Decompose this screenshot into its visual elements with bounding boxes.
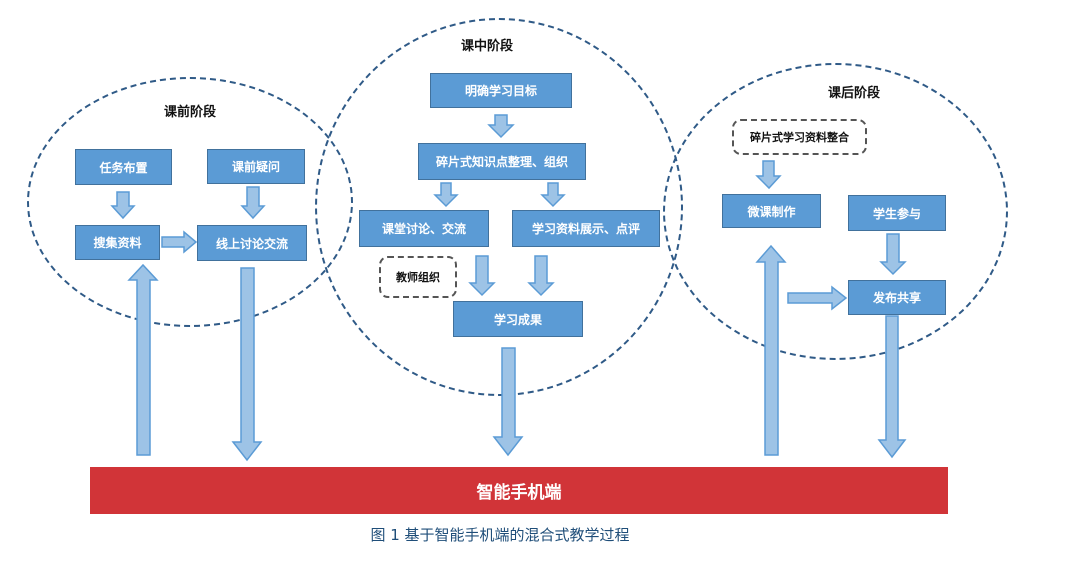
- organize-box: 碎片式知识点整理、组织: [418, 143, 586, 180]
- goal-box: 明确学习目标: [430, 73, 572, 108]
- arrow-down-icon: [433, 182, 459, 208]
- task-assign-box: 任务布置: [75, 149, 172, 185]
- discuss-box: 课堂讨论、交流: [359, 210, 489, 247]
- collect-box: 搜集资料: [75, 225, 160, 260]
- arrow-right-icon: [161, 230, 198, 254]
- outcome-box: 学习成果: [453, 301, 583, 337]
- arrow-up-icon: [127, 263, 159, 456]
- arrow-right-icon: [787, 285, 848, 311]
- post-class-title: 课后阶段: [828, 86, 881, 101]
- pre-question-box: 课前疑问: [207, 149, 305, 184]
- teacher-org-box: 教师组织: [379, 256, 457, 298]
- arrow-down-icon: [527, 255, 555, 297]
- arrow-down-icon: [110, 191, 136, 220]
- share-box: 发布共享: [848, 280, 946, 315]
- arrow-down-icon: [877, 315, 907, 459]
- online-discuss-box: 线上讨论交流: [197, 225, 307, 261]
- arrow-down-icon: [231, 267, 263, 462]
- arrow-down-icon: [487, 114, 515, 139]
- arrow-down-icon: [240, 186, 266, 220]
- post-class-ellipse: [663, 63, 1008, 360]
- arrow-down-icon: [468, 255, 496, 297]
- arrow-down-icon: [540, 182, 566, 208]
- arrow-up-icon: [755, 244, 787, 456]
- figure-caption: 图 1 基于智能手机端的混合式教学过程: [370, 526, 630, 544]
- arrow-down-icon: [755, 160, 782, 190]
- smartphone-base-bar: 智能手机端: [90, 467, 948, 514]
- integrate-box: 碎片式学习资料整合: [732, 119, 867, 155]
- present-box: 学习资料展示、点评: [512, 210, 660, 247]
- pre-class-title: 课前阶段: [164, 105, 217, 120]
- student-join-box: 学生参与: [848, 195, 946, 231]
- arrow-down-icon: [492, 347, 524, 457]
- arrow-down-icon: [879, 233, 907, 276]
- micro-course-box: 微课制作: [722, 194, 821, 228]
- in-class-title: 课中阶段: [461, 39, 514, 54]
